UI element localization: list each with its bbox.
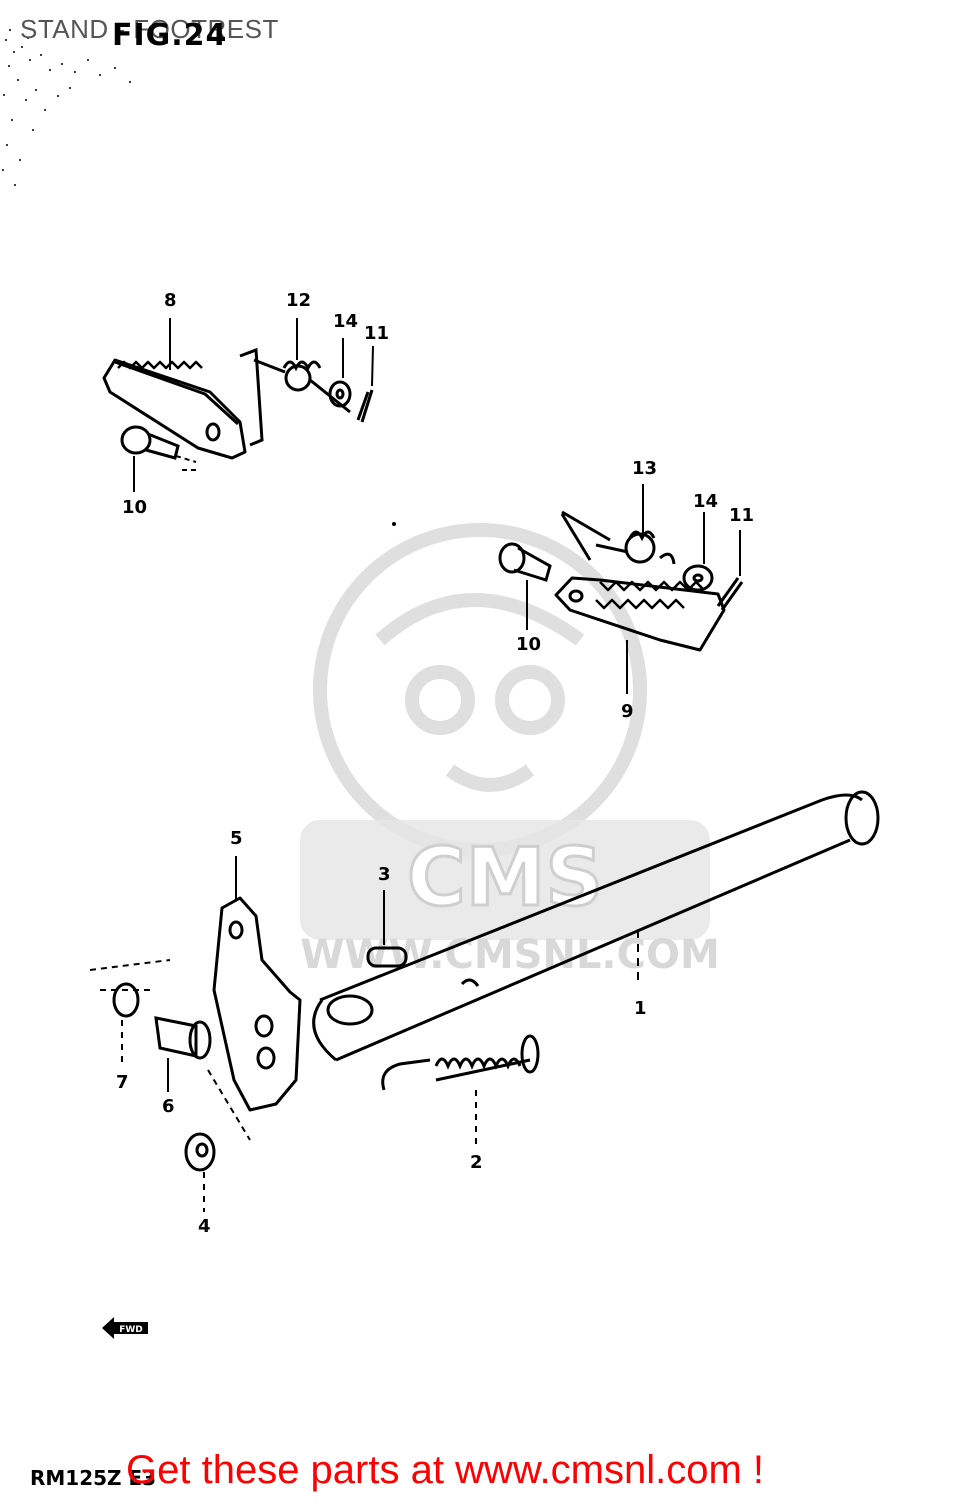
- page-title: STAND - FOOTREST: [20, 14, 279, 44]
- washer-part-7: [112, 982, 140, 1018]
- callout-4: 4: [198, 1216, 211, 1237]
- forward-arrow-icon: FWD: [100, 1313, 150, 1343]
- pin-part-3: [366, 946, 408, 968]
- dash-guide: [175, 455, 198, 471]
- callout-14: 14: [333, 311, 359, 332]
- callout-13: 13: [632, 458, 658, 479]
- footrest-right-part-9: [554, 576, 726, 652]
- nut-part-4: [184, 1132, 216, 1172]
- cotter-pin-right-part-11: [716, 577, 744, 611]
- fwd-label: FWD: [119, 1325, 143, 1335]
- leader-lines-upper-right: [526, 484, 741, 694]
- callout-7: 7: [116, 1072, 129, 1093]
- callout-10: 10: [122, 497, 148, 518]
- model-code: RM125Z E3: [30, 1466, 157, 1490]
- callout-5: 5: [230, 828, 243, 849]
- callout-12: 12: [286, 290, 312, 311]
- watermark-url: WWW.CMSNL.COM: [300, 932, 720, 978]
- callout-6: 6: [162, 1096, 175, 1117]
- bolt-part-6: [154, 1016, 212, 1060]
- callout-1: 1: [634, 998, 647, 1019]
- dash-guide-bracket: [89, 959, 251, 1141]
- pin-right-part-10: [498, 542, 552, 582]
- callout-10: 10: [516, 634, 542, 655]
- pin-left-part-10: [120, 425, 180, 460]
- callout-2: 2: [470, 1152, 483, 1173]
- spring-part-2: [381, 1034, 540, 1091]
- watermark-cms: CMS: [300, 820, 710, 940]
- washer-right-part-14: [682, 564, 714, 592]
- callout-14: 14: [693, 491, 719, 512]
- scan-noise: [2, 29, 131, 186]
- callout-9: 9: [621, 701, 634, 722]
- svg-text:CMS: CMS: [407, 831, 603, 924]
- callout-3: 3: [378, 864, 391, 885]
- promo-link[interactable]: Get these parts at www.cmsnl.com !: [126, 1448, 764, 1492]
- side-stand-part-1: [312, 790, 880, 1062]
- bracket-part-5: [212, 896, 302, 1112]
- leader-lines-lower: [121, 856, 477, 1212]
- footrest-left-part-8: [102, 358, 247, 460]
- spring-left-part-12: [239, 347, 351, 447]
- spring-right-part-13: [560, 510, 676, 565]
- figure-title: FIG.24: [112, 18, 228, 53]
- cotter-pin-left-part-11: [356, 389, 374, 423]
- callout-11: 11: [729, 505, 755, 526]
- speck: [392, 522, 396, 526]
- leader-lines-upper-left: [133, 318, 374, 492]
- callout-11: 11: [364, 323, 390, 344]
- washer-left-part-14: [328, 380, 352, 408]
- callout-8: 8: [164, 290, 177, 311]
